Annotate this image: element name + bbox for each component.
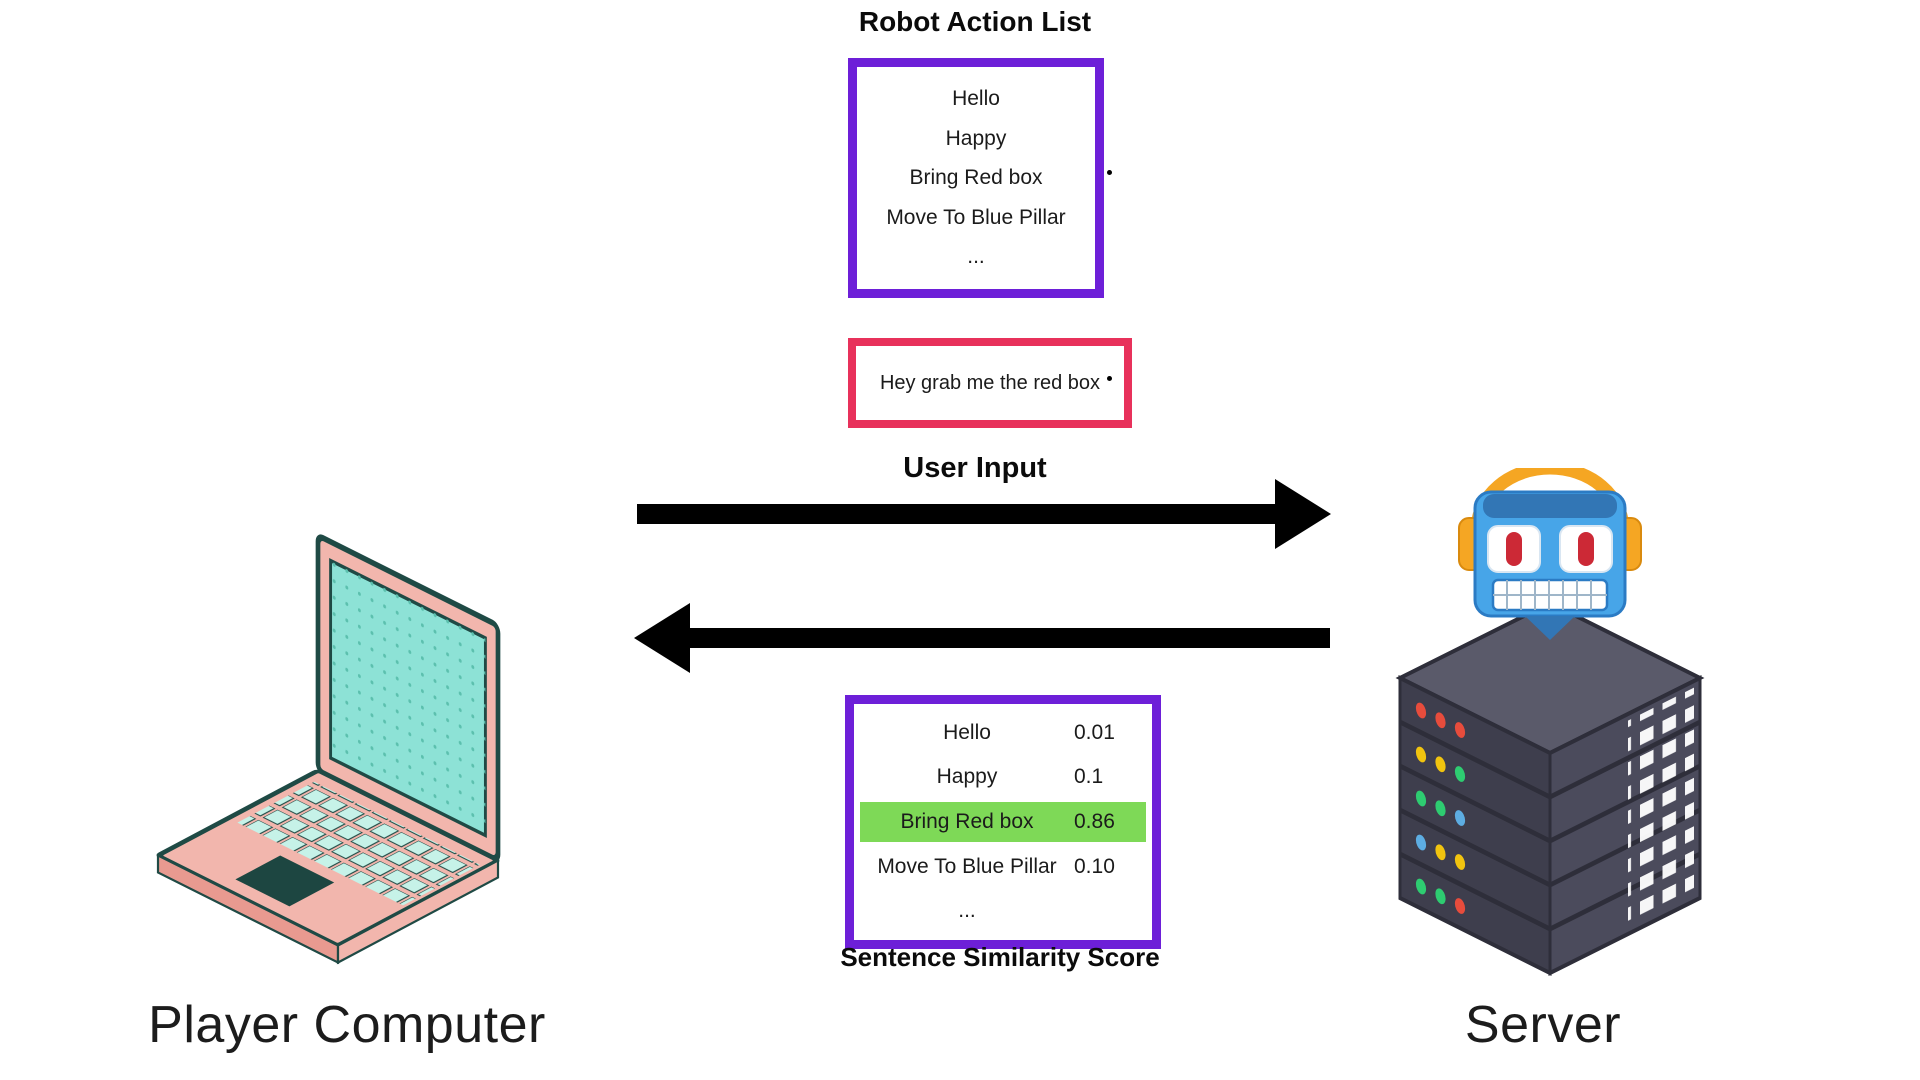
similarity-label: Move To Blue Pillar <box>877 854 1057 878</box>
stray-dot <box>1107 376 1112 381</box>
arrow-to-computer <box>690 628 1330 648</box>
similarity-score: 0.86 <box>1074 809 1115 833</box>
similarity-row: ... <box>860 891 1146 931</box>
similarity-score: 0.1 <box>1074 765 1104 789</box>
similarity-label: Hello <box>943 720 991 744</box>
similarity-label: ... <box>958 899 976 923</box>
similarity-row: Move To Blue Pillar 0.10 <box>860 847 1146 887</box>
similarity-score: 0.01 <box>1074 720 1115 744</box>
player-computer-label: Player Computer <box>148 996 546 1054</box>
similarity-label: Happy <box>936 765 998 789</box>
robot-action-list-title: Robot Action List <box>858 6 1092 37</box>
stray-dot <box>1107 170 1112 175</box>
action-item: Happy <box>945 126 1007 150</box>
action-item: ... <box>967 245 985 269</box>
arrow-to-computer-head-icon <box>634 603 690 673</box>
similarity-score: 0.10 <box>1074 854 1115 878</box>
similarity-row: Happy 0.1 <box>860 757 1146 797</box>
server-label: Server <box>1464 996 1622 1054</box>
action-item: Move To Blue Pillar <box>886 205 1066 229</box>
similarity-row: Bring Red box 0.86 <box>860 801 1146 842</box>
user-input-label: User Input <box>903 452 1047 484</box>
robot-head-icon <box>1458 468 1642 640</box>
server-robot-icon <box>1395 468 1705 976</box>
similarity-score-title: Sentence Similarity Score <box>840 942 1160 972</box>
player-computer-illustration <box>138 528 578 983</box>
laptop-icon <box>156 534 501 965</box>
similarity-score-box: Hello 0.01 Happy 0.1 Bring Red box 0.86 … <box>845 695 1161 949</box>
arrow-to-server-head-icon <box>1275 479 1331 549</box>
similarity-label: Bring Red box <box>900 809 1034 833</box>
similarity-row: Hello 0.01 <box>860 713 1146 753</box>
user-input-text: Hey grab me the red box <box>879 372 1101 394</box>
robot-action-list-box: Hello Happy Bring Red box Move To Blue P… <box>848 58 1104 298</box>
action-item: Bring Red box <box>909 166 1043 190</box>
server-illustration <box>1385 468 1715 988</box>
arrow-to-server <box>637 504 1277 524</box>
user-input-box: Hey grab me the red box <box>848 338 1132 428</box>
action-item: Hello <box>952 87 1000 111</box>
